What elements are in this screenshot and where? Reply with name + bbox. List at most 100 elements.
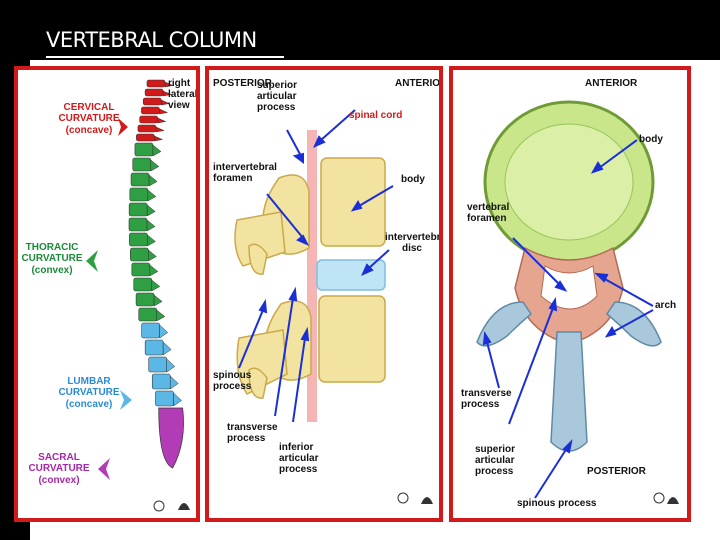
panel-vertebrae-lateral: POSTERIOR ANTERIOR superior articular pr…	[205, 66, 443, 522]
spinous-process-mark	[148, 174, 158, 187]
spinous-process-mark	[169, 375, 179, 390]
vertebra-segment	[141, 322, 160, 339]
spinous-process-mark	[159, 108, 169, 115]
lumbar-curvature-type: (concave)	[65, 399, 113, 410]
anterior-label: ANTERIOR	[395, 78, 443, 89]
intervertebral-disc-label: intervertebral disc	[385, 232, 443, 254]
spine-vertebrae	[128, 79, 184, 469]
panel-spine-lateral: right lateral view CERVICAL CURVATURE (c…	[14, 66, 200, 522]
sacral-curvature-label: SACRAL CURVATURE	[28, 452, 90, 474]
thoracic-curvature-type: (convex)	[31, 265, 73, 276]
spinous-process-mark	[162, 90, 172, 97]
vertebra-segment	[130, 172, 150, 187]
spinous-process-mark	[148, 249, 157, 262]
spinous-process-mark	[164, 81, 174, 88]
posterior-label: POSTERIOR	[213, 78, 272, 89]
spinous-process-mark	[155, 126, 165, 133]
spinous-process-mark	[149, 264, 159, 277]
transverse-process-label: transverse process	[227, 422, 278, 444]
spinal-cord-label: spinal cord	[349, 110, 403, 121]
vertebra-segment	[142, 97, 162, 106]
watermark-logo	[397, 492, 433, 504]
curvature-arrows	[86, 118, 132, 480]
spine-lateral-drawing	[86, 79, 190, 512]
intervertebral-disc-shape	[316, 259, 386, 291]
vertebra-segment	[129, 187, 149, 202]
superior-articular-label: superior articular process	[257, 80, 298, 113]
spinous-process-mark	[159, 324, 169, 339]
vertebra-segment	[129, 232, 148, 247]
vertebrae-lateral-drawing	[234, 109, 433, 504]
spinous-process-mark	[162, 341, 172, 356]
vertebra-segment	[133, 277, 153, 292]
vertebra-segment	[139, 115, 158, 124]
watermark-logo	[153, 500, 190, 512]
transverse-process-label: transverse process	[461, 388, 512, 410]
lumbar-arrow-icon	[120, 390, 132, 410]
vertebra-segment	[131, 262, 151, 277]
vertebra-segment	[128, 217, 148, 232]
sacral-curvature-type: (convex)	[38, 475, 80, 486]
spinous-process-label: spinous process	[213, 370, 252, 392]
spinous-process-shape	[550, 331, 588, 452]
vertebra-segment	[134, 142, 154, 157]
spinous-process-mark	[147, 189, 157, 202]
spinous-process-mark	[156, 309, 166, 322]
spinous-process-mark	[147, 234, 156, 247]
vertebra-segment	[144, 339, 164, 356]
cervical-curvature-label: CERVICAL CURVATURE	[58, 102, 120, 124]
intervertebral-foramen-label: intervertebral foramen	[213, 162, 277, 184]
thoracic-arrow-icon	[86, 250, 98, 272]
cervical-arrow-icon	[118, 118, 128, 136]
spinous-process-label: spinous process	[517, 498, 597, 509]
vertebra-segment	[151, 373, 171, 390]
thoracic-curvature-label: THORACIC CURVATURE	[21, 242, 83, 264]
view-label: right lateral view	[168, 78, 198, 111]
vertebra-segment	[148, 356, 168, 373]
sacral-arrow-icon	[98, 458, 110, 480]
spinous-process-mark	[150, 159, 160, 172]
vertebra-segment	[137, 124, 157, 133]
inferior-articular-label: inferior articular process	[279, 442, 319, 475]
upper-transverse-shape	[234, 211, 286, 267]
cervical-curvature-type: (concave)	[65, 125, 113, 136]
vertebral-foramen-label: vertebral foramen	[467, 202, 510, 224]
vertebra-segment	[141, 106, 160, 115]
sacrum-shape	[158, 407, 184, 469]
vertebra-segment	[136, 133, 155, 142]
anterior-label: ANTERIOR	[585, 78, 638, 89]
lumbar-curvature-label: LUMBAR CURVATURE	[58, 376, 120, 398]
vertebra-segment	[135, 292, 155, 307]
vertebra-segment	[155, 390, 174, 407]
arch-label: arch	[655, 300, 677, 311]
body-label: body	[639, 134, 663, 145]
spinous-process-mark	[173, 392, 182, 407]
spinous-process-mark	[146, 204, 156, 217]
spinous-process-mark	[154, 135, 164, 142]
right-transverse-shape	[606, 301, 662, 347]
spinous-process-mark	[152, 144, 162, 157]
vertebra-segment	[128, 202, 148, 217]
vertebra-segment	[146, 79, 166, 88]
spinous-process-mark	[157, 117, 167, 124]
posterior-label: POSTERIOR	[587, 466, 646, 477]
title-underline	[46, 56, 284, 58]
vertebra-segment	[132, 157, 152, 172]
spinal-cord-shape	[307, 130, 317, 422]
slide-title: VERTEBRAL COLUMN	[46, 28, 257, 52]
watermark-logo	[653, 492, 679, 504]
pointer-arrows	[482, 139, 654, 499]
vertebra-superior-drawing	[476, 100, 679, 504]
vertebra-segment	[144, 88, 164, 97]
spinous-process-mark	[153, 294, 163, 307]
spinous-process-mark	[160, 99, 171, 106]
body-label: body	[401, 174, 425, 185]
spinous-process-mark	[151, 279, 161, 292]
spinous-process-mark	[166, 358, 176, 373]
panel-vertebra-superior: ANTERIOR body vertebral foramen arch tra…	[449, 66, 691, 522]
pointer-arrows	[238, 109, 394, 423]
vertebral-body-upper	[320, 157, 386, 247]
vertebral-body-lower	[318, 295, 386, 383]
spinous-process-mark	[146, 219, 156, 232]
superior-articular-label: superior articular process	[475, 444, 516, 477]
